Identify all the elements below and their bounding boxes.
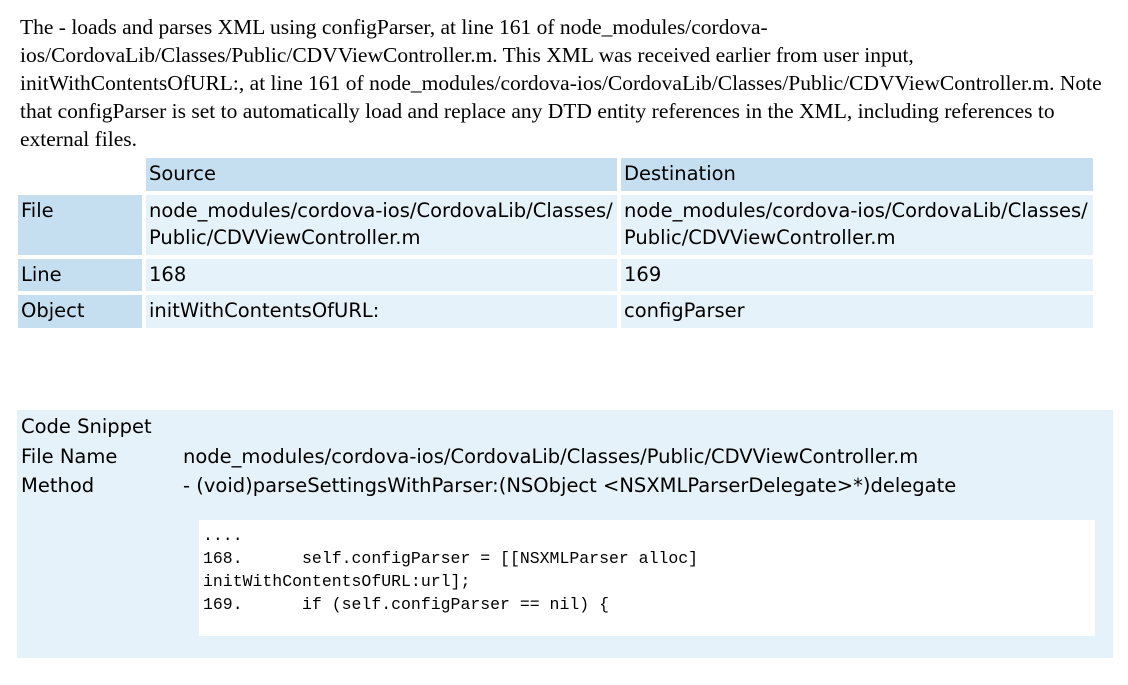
table-row-line: Line 168 169: [18, 258, 1093, 291]
code-line: initWithContentsOfURL:url];: [203, 572, 471, 591]
source-file: node_modules/cordova-ios/CordovaLib/Clas…: [146, 194, 617, 255]
snippet-file-row: File Name node_modules/cordova-ios/Cordov…: [21, 445, 918, 469]
destination-header: Destination: [621, 158, 1093, 191]
code-line: ....: [203, 526, 243, 545]
destination-object: configParser: [621, 295, 1093, 328]
file-name-label: File Name: [21, 445, 118, 468]
file-name-value: node_modules/cordova-ios/CordovaLib/Clas…: [183, 445, 919, 468]
source-object: initWithContentsOfURL:: [146, 295, 617, 328]
method-label: Method: [21, 474, 95, 497]
source-header: Source: [146, 158, 617, 191]
table-header-row: Source Destination: [18, 158, 1093, 191]
row-label-object: Object: [18, 295, 142, 328]
finding-description: The - loads and parses XML using configP…: [20, 15, 1102, 151]
row-label-line: Line: [18, 258, 142, 291]
row-label-file: File: [18, 194, 142, 255]
snippet-method-row: Method - (void)parseSettingsWithParser:(N…: [21, 474, 956, 498]
code-line: 169. if (self.configParser == nil) {: [203, 595, 609, 614]
table-row-object: Object initWithContentsOfURL: configPars…: [18, 295, 1093, 328]
data-flow-table: Source Destination File node_modules/cor…: [14, 154, 1097, 332]
code-snippet-panel: Code Snippet File Name node_modules/cordo…: [17, 410, 1113, 658]
header-empty-cell: [18, 158, 142, 191]
code-line: 168. self.configParser = [[NSXMLParser a…: [203, 549, 699, 568]
method-value: - (void)parseSettingsWithParser:(NSObjec…: [183, 474, 957, 497]
destination-line: 169: [621, 258, 1093, 291]
destination-file: node_modules/cordova-ios/CordovaLib/Clas…: [621, 194, 1093, 255]
source-line: 168: [146, 258, 617, 291]
code-block: .... 168. self.configParser = [[NSXMLPar…: [199, 520, 1095, 636]
table-row-file: File node_modules/cordova-ios/CordovaLib…: [18, 194, 1093, 255]
snippet-title: Code Snippet: [21, 415, 152, 438]
